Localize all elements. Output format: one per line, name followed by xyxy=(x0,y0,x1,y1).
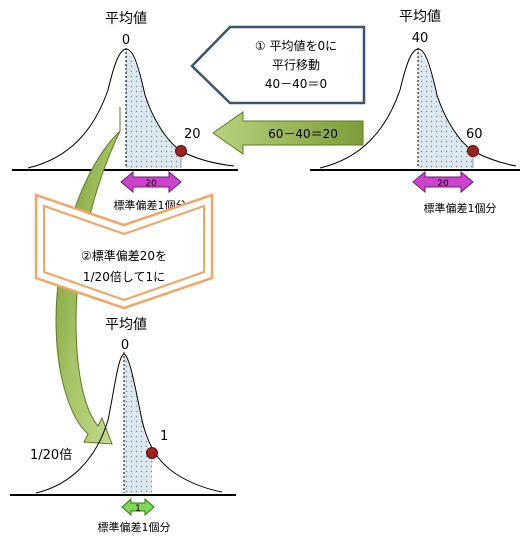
point-label-top-left: 20 xyxy=(184,127,201,142)
chevron-step2: ②標準偏差20を 1/20倍して1に xyxy=(34,193,214,310)
mean-title-bottom: 平均値 xyxy=(105,317,147,333)
callout-step1-line3: 40－40＝0 xyxy=(265,77,327,91)
chevron-outer xyxy=(34,193,214,310)
chevron-inner xyxy=(43,204,205,302)
point-label-bottom: 1 xyxy=(160,429,168,444)
mean-value-bottom: 0 xyxy=(121,338,129,353)
mean-value-top-right: 40 xyxy=(412,31,429,46)
chevron-step2-line1: ②標準偏差20を xyxy=(81,248,167,263)
shift-arrow: 60－40＝20 xyxy=(212,111,364,155)
shaded-area-bottom xyxy=(124,355,152,493)
shift-arrow-shape xyxy=(212,111,364,155)
sd-arrow-bottom xyxy=(121,497,155,517)
sd-arrow-value-top-right: 20 xyxy=(437,179,449,189)
sd-arrow-top-left xyxy=(120,170,182,194)
sd-arrow-top-right xyxy=(412,170,474,194)
sd-label-bottom: 標準偏差1個分 xyxy=(98,520,171,534)
mean-title-top-left: 平均値 xyxy=(105,11,147,27)
shaded-area-top-left xyxy=(126,51,181,168)
point-marker-top-left xyxy=(175,145,187,157)
sd-label-top-left: 標準偏差1個分 xyxy=(114,198,187,212)
point-marker-top-right xyxy=(467,145,479,157)
sd-arrow-value-top-left: 20 xyxy=(145,179,157,189)
callout-step1-line2: 平行移動 xyxy=(272,58,320,72)
shift-arrow-label: 60－40＝20 xyxy=(268,127,338,141)
curve-bottom: 平均値 0 1 1/20倍 1 標準偏差1個分 xyxy=(10,317,236,534)
point-marker-bottom xyxy=(146,447,158,459)
callout-step1: ① 平均値を0に 平行移動 40－40＝0 xyxy=(190,25,366,105)
normal-curve-bottom xyxy=(35,353,223,494)
point-label-top-right: 60 xyxy=(466,127,483,142)
sd-arrow-value-bottom: 1 xyxy=(135,504,141,514)
mean-title-top-right: 平均値 xyxy=(399,9,441,25)
mean-value-top-left: 0 xyxy=(122,33,130,48)
callout-step1-line1: ① 平均値を0に xyxy=(255,38,337,53)
sd-label-top-right: 標準偏差1個分 xyxy=(424,201,497,215)
curve-top-left: 平均値 0 20 20 標準偏差1個分 xyxy=(12,11,238,212)
callout-step1-shape xyxy=(190,25,366,105)
chevron-step2-line2: 1/20倍して1に xyxy=(83,269,165,284)
shaded-area-top-right xyxy=(418,51,473,168)
curve-top-right: 平均値 40 60 20 標準偏差1個分 xyxy=(310,9,520,215)
scale-label-bottom: 1/20倍 xyxy=(30,448,72,463)
